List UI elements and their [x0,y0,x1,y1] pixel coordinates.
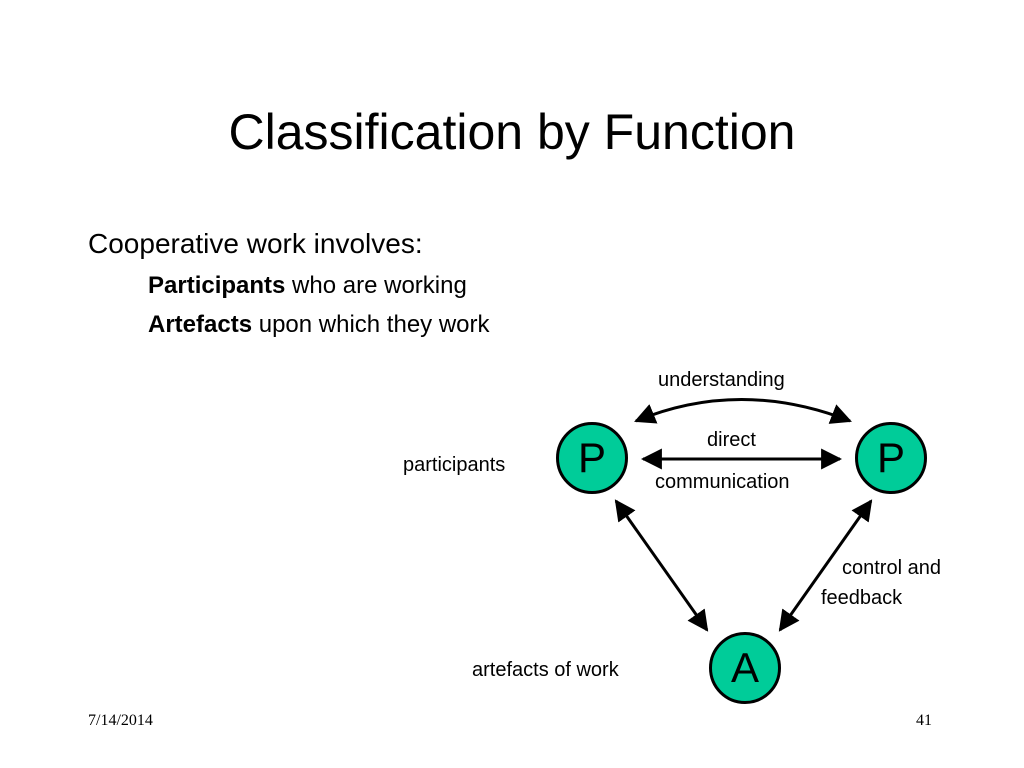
control-label: control and [842,557,941,579]
bullet-artefacts-bold: Artefacts [148,311,253,338]
body-intro: Cooperative work involves: [88,228,423,259]
direct-label: direct [707,429,756,451]
bullet-participants: Participants who are working [148,271,467,301]
bullet-participants-text: who are working [285,272,467,299]
bullet-artefacts: Artefacts upon which they work [148,310,490,340]
slide-title: Classification by Function [228,104,796,160]
footer-date: 7/14/2014 [88,712,153,729]
feedback-label: feedback [821,587,903,609]
artefact-node: A [709,632,781,704]
footer-page-number: 41 [916,712,932,729]
bullet-participants-bold: Participants [148,272,286,299]
participant-node-right: P [855,422,927,494]
participant-node-left: P [556,422,628,494]
participants-label: participants [403,454,506,476]
understanding-label: understanding [658,369,785,391]
control-feedback-arrow [778,499,873,632]
understanding-arrow [634,398,852,424]
artefacts-label: artefacts of work [472,659,619,681]
participant-artefact-arrow [614,499,709,632]
communication-label: communication [655,471,790,493]
bullet-artefacts-text: upon which they work [252,311,490,338]
